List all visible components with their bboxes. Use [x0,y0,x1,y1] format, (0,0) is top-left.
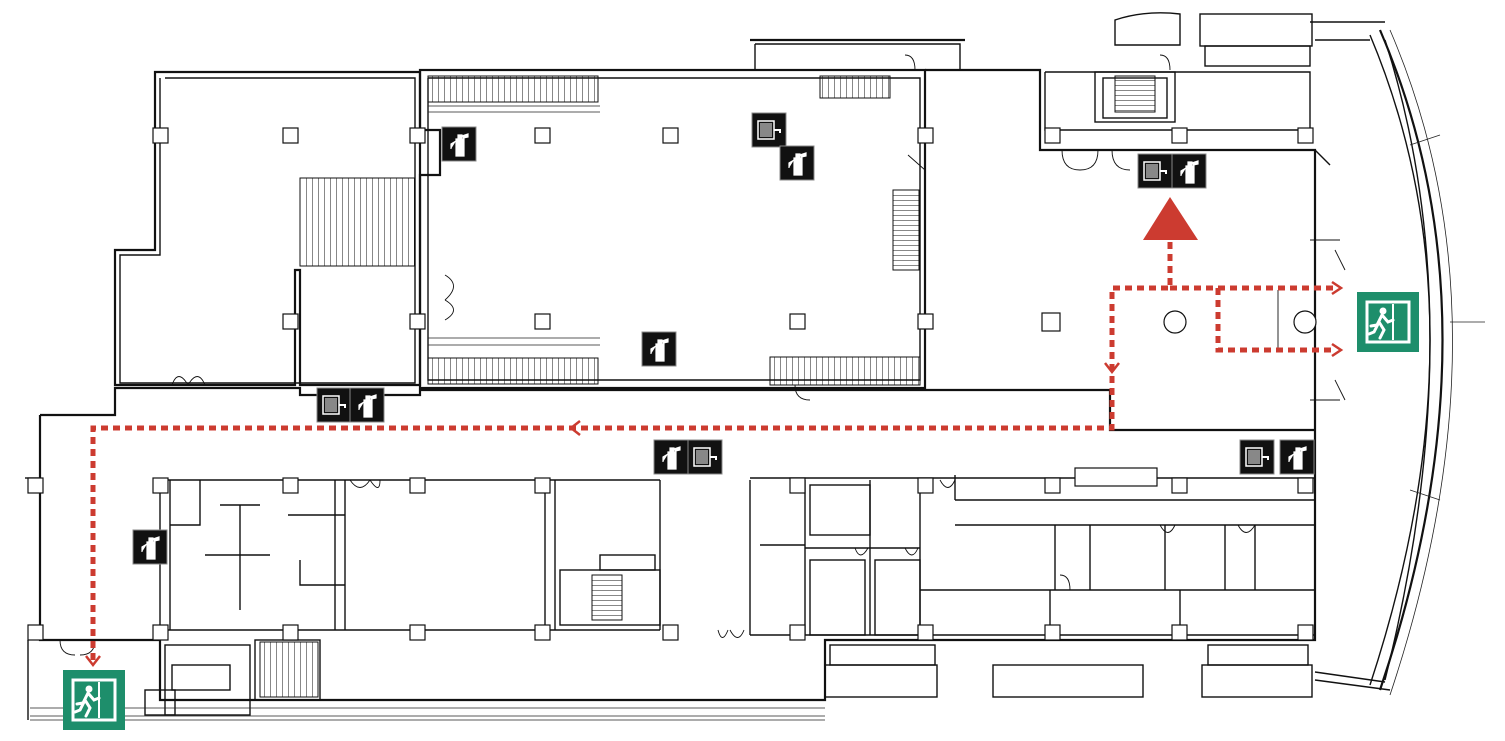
fire-hose-reel-icon [687,439,723,475]
route-arrow-east-upper [1331,280,1344,296]
emergency-exit-sign-icon [63,670,125,730]
fire-hose-reel-icon [316,387,352,423]
fire-extinguisher-icon [1279,439,1315,475]
you-are-here-triangle-icon [1143,197,1198,240]
emergency-exit-sign-icon [1357,292,1419,352]
building-outline [25,12,1391,721]
fire-extinguisher-icon [641,331,677,367]
curved-facade [1314,29,1485,696]
columns [27,127,1317,641]
route-arrow-south-left [85,655,101,668]
fire-extinguisher-icon [441,126,477,162]
evacuation-route [90,242,1335,660]
fire-hose-reel-icon [751,112,787,148]
fire-hose-reel-icon [1239,439,1275,475]
fire-extinguisher-icon [349,387,385,423]
doors [59,54,1346,656]
route-arrow-east-lower [1331,342,1344,358]
route-arrow-south-right [1104,362,1120,375]
fire-hose-reel-icon [1137,153,1173,189]
route-arrow-west [568,420,581,436]
stairs [259,75,1156,698]
fire-extinguisher-icon [653,439,689,475]
fire-extinguisher-icon [779,145,815,181]
fire-extinguisher-icon [132,529,168,565]
safety-icons [132,112,1315,565]
route-direction-arrows [85,280,1344,668]
fire-extinguisher-icon [1171,153,1207,189]
